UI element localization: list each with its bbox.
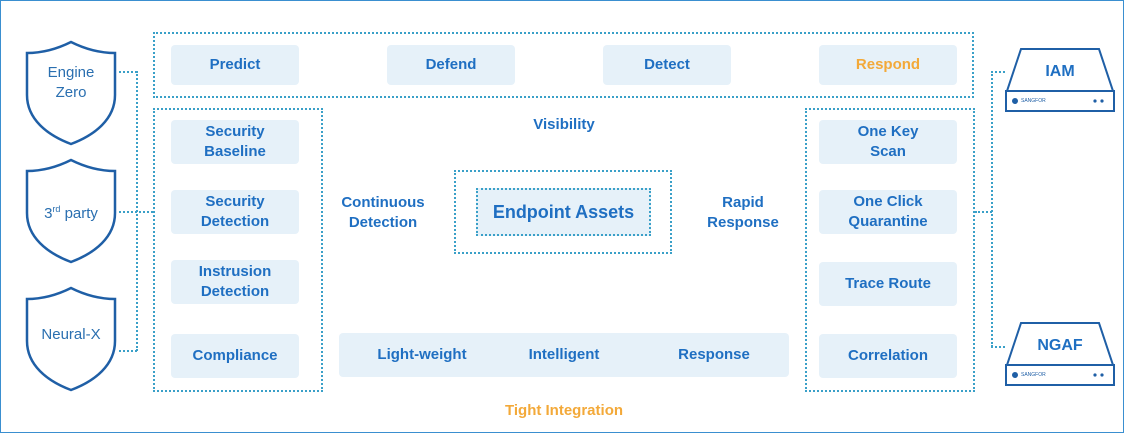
device-brand-ngaf: SANGFOR (1021, 372, 1046, 378)
device-brand-iam: SANGFOR (1021, 98, 1046, 104)
shield-icon (25, 40, 117, 146)
bottom-label-light-weight: Light-weight (377, 346, 467, 363)
right-pill-correlation: Correlation (819, 334, 957, 378)
top-pill-detect: Detect (603, 45, 731, 85)
bottom-bar (339, 333, 789, 377)
right-connector-mid (975, 211, 992, 213)
shield-label-neural-x: Neural-X (41, 326, 101, 343)
left-frame (153, 108, 323, 392)
right-pill-one-click-quarantine: One Click Quarantine (819, 190, 957, 234)
shield-label-3rd-party: 3rd party (23, 199, 119, 224)
shield-neural-x: Neural-X (23, 285, 119, 393)
appliance-icon (1005, 48, 1115, 112)
left-connector-top (119, 71, 137, 73)
left-pill-compliance: Compliance (171, 334, 299, 378)
bottom-label-intelligent: Intelligent (528, 346, 600, 363)
continuous-detection-label: Continuous Detection (341, 194, 425, 231)
visibility-label: Visibility (533, 116, 595, 133)
right-connector-top (991, 71, 1005, 73)
device-title-iam: IAM (1045, 63, 1075, 80)
shield-engine-zero: Engine Zero (23, 39, 119, 147)
endpoint-assets-core: Endpoint Assets (476, 188, 651, 236)
left-pill-intrusion-detection: Instrusion Detection (171, 260, 299, 304)
left-connector-bottom (119, 350, 137, 352)
device-title-ngaf: NGAF (1037, 337, 1083, 354)
appliance-icon (1005, 322, 1115, 386)
top-frame (153, 32, 974, 98)
tight-integration-label: Tight Integration (504, 402, 624, 419)
right-pill-one-key-scan: One Key Scan (819, 120, 957, 164)
right-frame (805, 108, 975, 392)
top-pill-respond: Respond (819, 45, 957, 85)
shield-icon (25, 286, 117, 392)
shield-label-ordinal: rd (52, 204, 61, 214)
shield-label-engine-zero: Engine Zero (47, 64, 95, 101)
bottom-label-response: Response (678, 346, 750, 363)
device-iam: IAM SANGFOR (1003, 47, 1117, 115)
right-connector-vertical (991, 71, 993, 347)
left-pill-security-baseline: Security Baseline (171, 120, 299, 164)
top-pill-defend: Defend (387, 45, 515, 85)
right-pill-trace-route: Trace Route (819, 262, 957, 306)
shield-icon (25, 158, 117, 264)
shield-label-rest: party (60, 205, 98, 222)
left-connector-mid (119, 211, 153, 213)
rapid-response-label: Rapid Response (707, 194, 779, 231)
top-pill-predict: Predict (171, 45, 299, 85)
shield-3rd-party: 3rd party (23, 157, 119, 265)
left-pill-security-detection: Security Detection (171, 190, 299, 234)
right-connector-bottom (991, 346, 1005, 348)
device-ngaf: NGAF SANGFOR (1003, 321, 1117, 389)
core-outer-frame (454, 170, 672, 254)
shield-label-number: 3 (44, 205, 53, 222)
